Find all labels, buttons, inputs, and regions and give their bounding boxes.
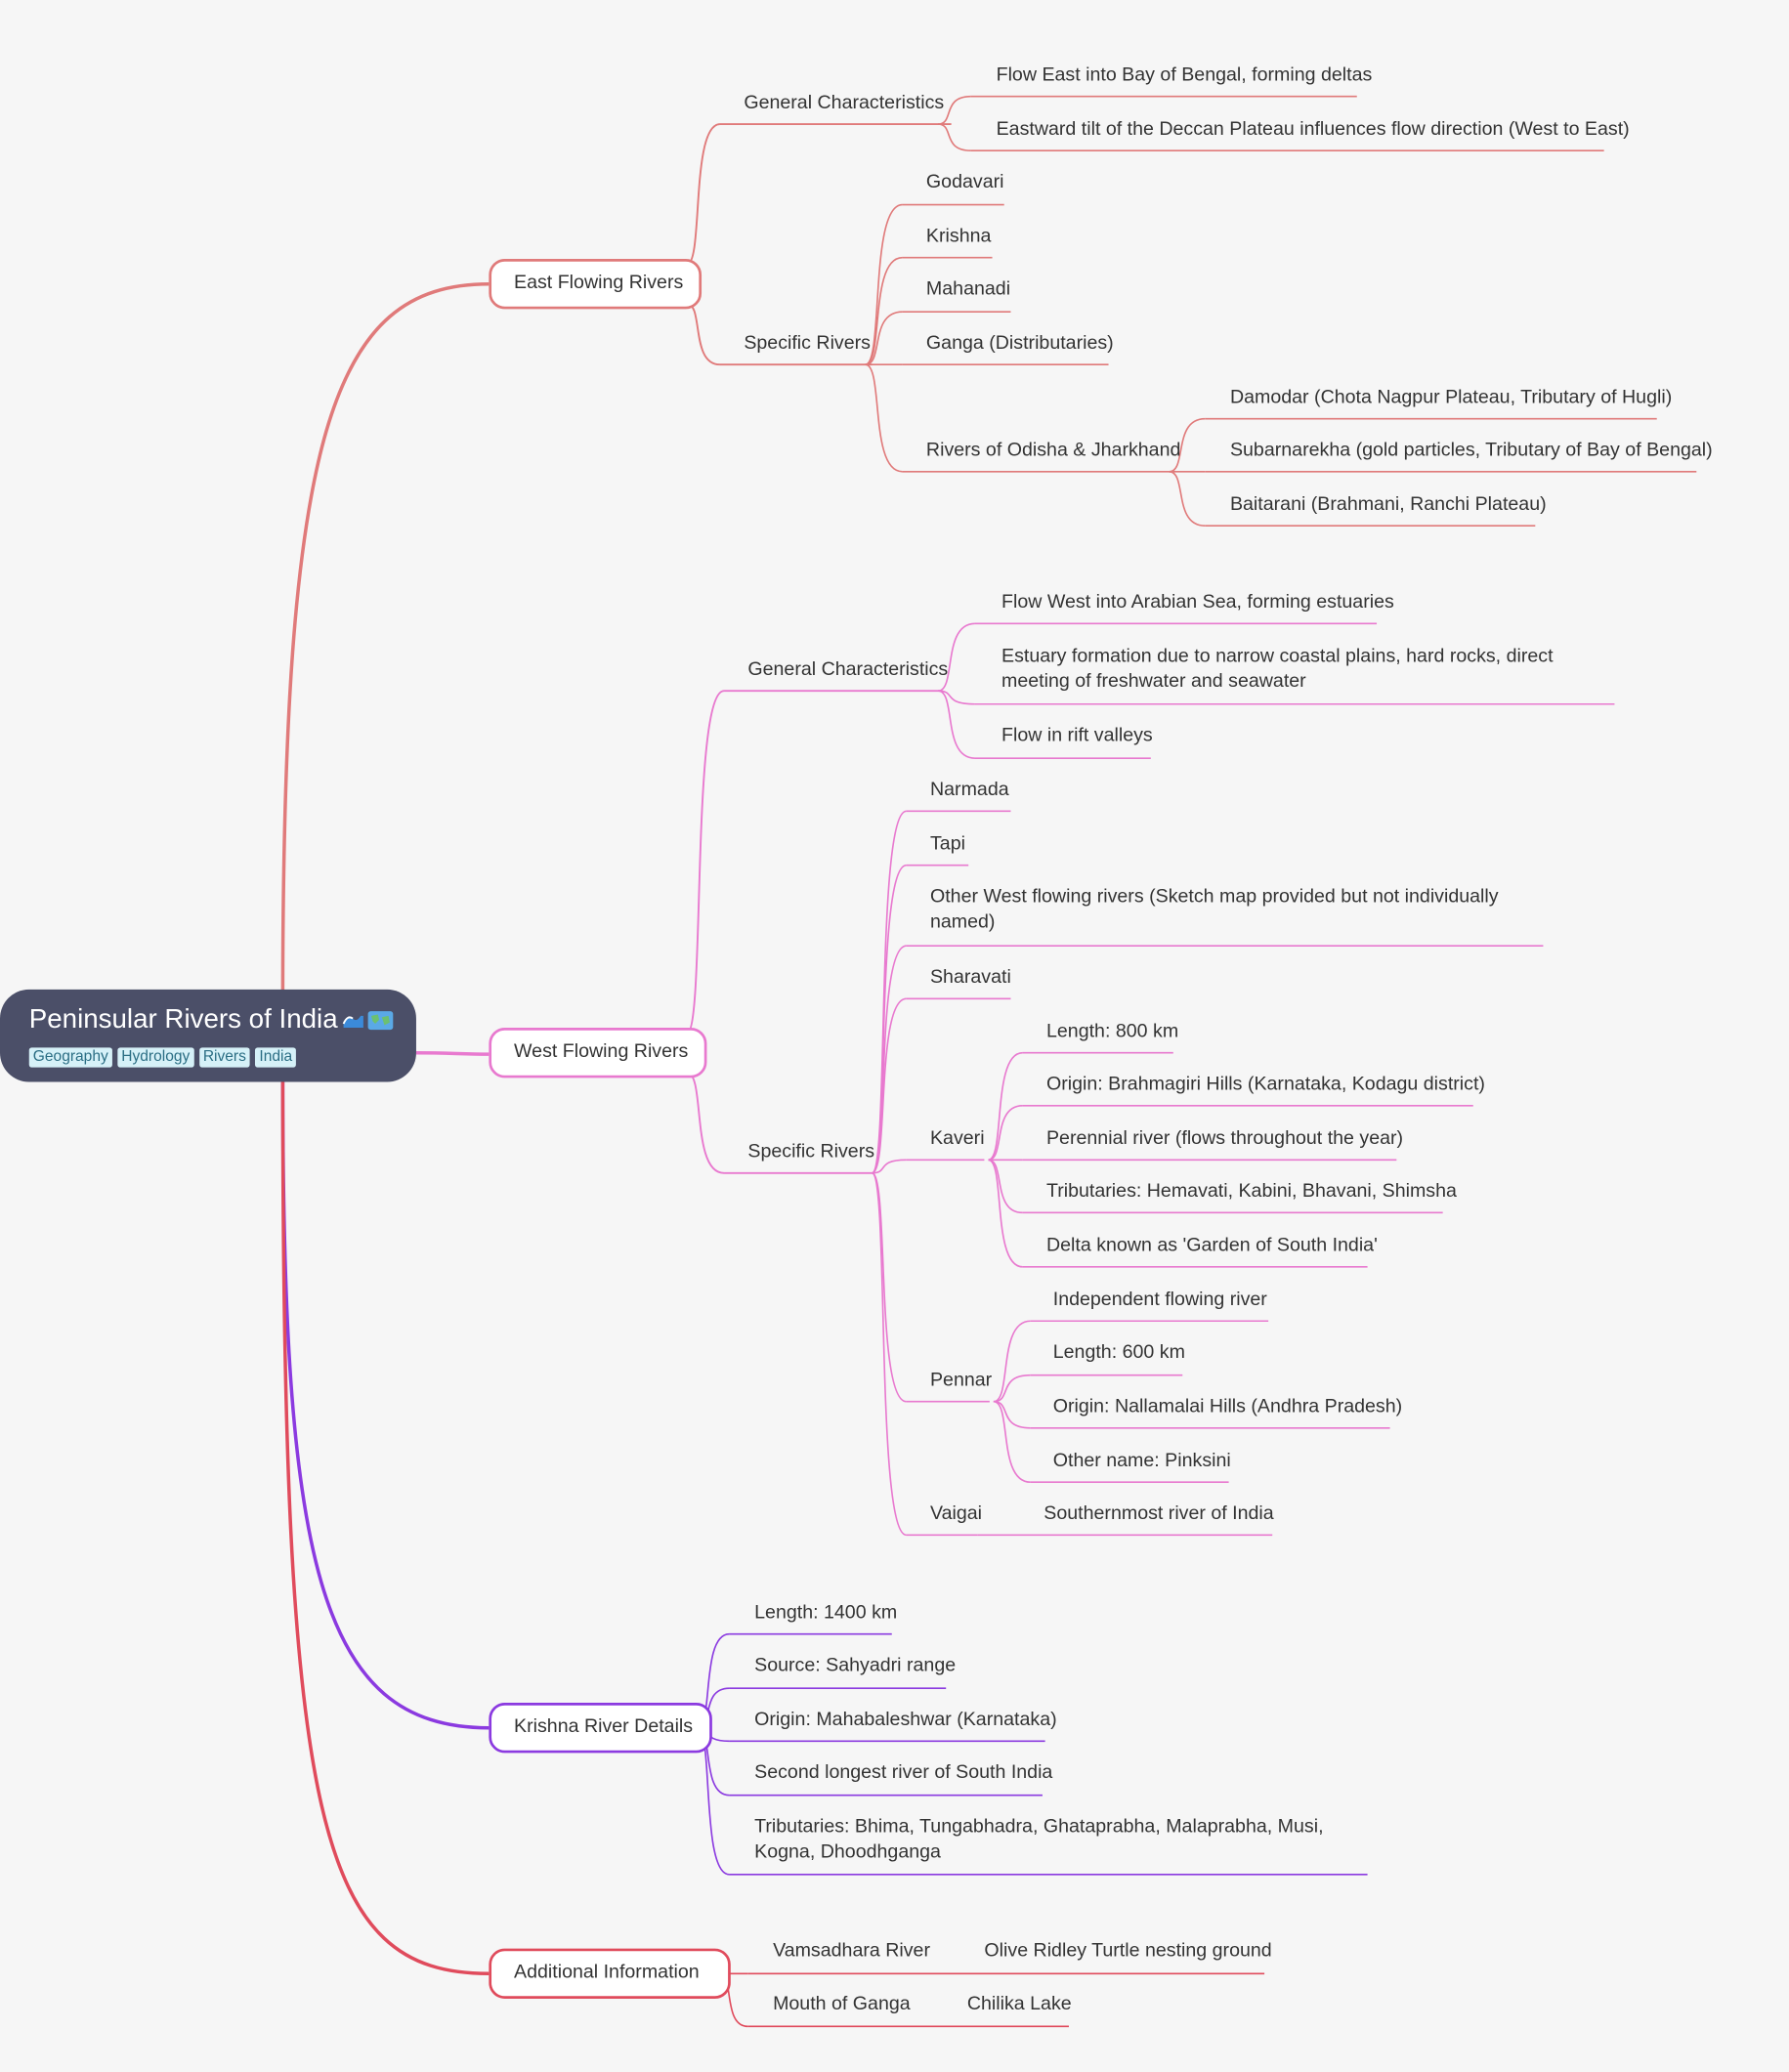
- west-connector: [993, 1400, 1031, 1484]
- west-general-item[interactable]: Flow West into Arabian Sea, forming estu…: [1001, 591, 1394, 613]
- additional-item[interactable]: Mouth of Ganga: [773, 1993, 911, 2015]
- east-connector: [865, 311, 903, 366]
- east-river-item[interactable]: Mahanadi: [925, 278, 1011, 300]
- west-connector: [937, 690, 976, 760]
- root-connector: [280, 1073, 490, 1730]
- west-connector: [988, 1105, 1023, 1162]
- wave-emoji-icon: [342, 1015, 363, 1029]
- west-river-item[interactable]: Vaigai: [929, 1502, 983, 1525]
- east-connector: [865, 363, 903, 473]
- east-general-item[interactable]: Eastward tilt of the Deccan Plateau infl…: [996, 118, 1630, 141]
- tag[interactable]: Rivers: [198, 1047, 250, 1068]
- west-connector: [871, 1171, 907, 1403]
- root-connector: [280, 1073, 490, 1976]
- west-connector: [937, 622, 976, 693]
- kaveri-detail-item[interactable]: Perennial river (flows throughout the ye…: [1045, 1127, 1404, 1150]
- west-connector: [871, 945, 907, 1174]
- pennar-detail-item[interactable]: Other name: Pinksini: [1052, 1450, 1231, 1472]
- branch-west-flowing-rivers[interactable]: West Flowing Rivers: [489, 1028, 707, 1078]
- east-river-item[interactable]: Godavari: [925, 171, 1004, 193]
- west-connector: [988, 1159, 1023, 1214]
- root-title: Peninsular Rivers of India: [28, 1003, 338, 1035]
- east-river-item[interactable]: Krishna: [925, 226, 992, 247]
- tag[interactable]: Geography: [28, 1047, 112, 1068]
- west-river-item[interactable]: Other West flowing rivers (Sketch map pr…: [929, 886, 1499, 933]
- branch-additional-information[interactable]: Additional Information: [489, 1948, 731, 1999]
- west-river-item[interactable]: Narmada: [929, 779, 1009, 801]
- root-node[interactable]: Peninsular Rivers of India Geography Hyd…: [0, 989, 416, 1082]
- kaveri-detail-item[interactable]: Delta known as 'Garden of South India': [1045, 1235, 1378, 1256]
- west-general-item[interactable]: Flow in rift valleys: [1001, 725, 1153, 747]
- pennar-detail-item[interactable]: Length: 600 km: [1052, 1341, 1185, 1364]
- east-general-characteristics[interactable]: General Characteristics: [744, 92, 945, 114]
- krishna-detail-item[interactable]: Source: Sahyadri range: [754, 1655, 957, 1677]
- east-connector: [937, 95, 971, 125]
- west-connector: [993, 1320, 1031, 1403]
- east-connector: [865, 203, 903, 366]
- pennar-detail-item[interactable]: Independent flowing river: [1052, 1289, 1267, 1311]
- west-general-item[interactable]: Estuary formation due to narrow coastal …: [1001, 646, 1554, 693]
- east-connector: [1169, 417, 1206, 473]
- west-general-characteristics[interactable]: General Characteristics: [747, 658, 949, 681]
- krishna-detail-item[interactable]: Origin: Mahabaleshwar (Karnataka): [754, 1709, 1057, 1731]
- west-connector: [686, 690, 725, 1035]
- tag-list: Geography Hydrology Rivers India: [28, 1047, 297, 1068]
- pennar-detail-item[interactable]: Origin: Nallamalai Hills (Andhra Pradesh…: [1052, 1396, 1403, 1417]
- east-river-item[interactable]: Rivers of Odisha & Jharkhand: [925, 440, 1181, 461]
- west-connector: [871, 864, 907, 1174]
- kaveri-detail-item[interactable]: Origin: Brahmagiri Hills (Karnataka, Kod…: [1045, 1074, 1485, 1096]
- vaigai-detail-item[interactable]: Southernmost river of India: [1044, 1502, 1274, 1525]
- krishna-detail-item[interactable]: Tributaries: Bhima, Tungabhadra, Ghatapr…: [754, 1816, 1324, 1863]
- west-connector: [872, 997, 907, 1174]
- root-connector: [415, 1050, 490, 1056]
- west-specific-rivers[interactable]: Specific Rivers: [747, 1141, 875, 1163]
- krishna-detail-item[interactable]: Length: 1400 km: [754, 1602, 898, 1624]
- west-connector: [988, 1051, 1023, 1162]
- odisha-river-item[interactable]: Baitarani (Brahmani, Ranchi Plateau): [1229, 493, 1547, 516]
- krishna-detail-item[interactable]: Second longest river of South India: [754, 1761, 1053, 1784]
- east-connector: [1169, 470, 1206, 528]
- root-connector: [280, 281, 490, 1004]
- west-river-item[interactable]: Kaveri: [929, 1127, 985, 1150]
- west-connector: [988, 1159, 1023, 1268]
- west-connector: [686, 1072, 725, 1174]
- kaveri-detail-item[interactable]: Tributaries: Hemavati, Kabini, Bhavani, …: [1045, 1180, 1457, 1203]
- west-connector: [871, 1171, 907, 1537]
- east-general-item[interactable]: Flow East into Bay of Bengal, forming de…: [996, 64, 1373, 86]
- tag[interactable]: Hydrology: [117, 1047, 194, 1068]
- branch-krishna-river-details[interactable]: Krishna River Details: [489, 1703, 712, 1754]
- west-river-item[interactable]: Pennar: [929, 1370, 993, 1391]
- east-connector: [937, 123, 971, 151]
- west-connector: [938, 690, 975, 705]
- west-river-item[interactable]: Sharavati: [929, 966, 1011, 989]
- east-connector: [686, 123, 721, 266]
- additional-detail-item[interactable]: Olive Ridley Turtle nesting ground: [984, 1940, 1272, 1963]
- additional-detail-item[interactable]: Chilika Lake: [966, 1993, 1072, 2015]
- additional-item[interactable]: Vamsadhara River: [773, 1940, 931, 1963]
- kaveri-detail-item[interactable]: Length: 800 km: [1045, 1021, 1179, 1042]
- branch-east-flowing-rivers[interactable]: East Flowing Rivers: [489, 259, 703, 310]
- east-connector: [686, 303, 721, 366]
- tag[interactable]: India: [255, 1047, 297, 1068]
- west-connector: [993, 1374, 1031, 1403]
- east-specific-rivers[interactable]: Specific Rivers: [744, 332, 871, 355]
- world-map-emoji-icon: [367, 1011, 393, 1031]
- odisha-river-item[interactable]: Damodar (Chota Nagpur Plateau, Tributary…: [1229, 387, 1673, 408]
- west-connector: [993, 1400, 1031, 1429]
- west-connector: [872, 1159, 907, 1174]
- west-river-item[interactable]: Tapi: [929, 833, 965, 855]
- east-river-item[interactable]: Ganga (Distributaries): [925, 332, 1114, 355]
- odisha-river-item[interactable]: Subarnarekha (gold particles, Tributary …: [1229, 440, 1713, 461]
- east-connector: [865, 256, 903, 366]
